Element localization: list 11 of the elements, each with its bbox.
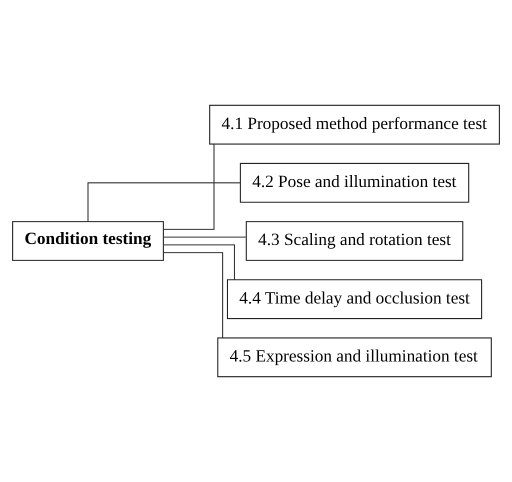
- node-box: 4.2 Pose and illumination test: [240, 162, 470, 203]
- node-box: 4.5 Expression and illumination test: [217, 337, 492, 378]
- node-box: Condition testing: [12, 221, 164, 261]
- connector: [87, 182, 240, 222]
- connector: [163, 144, 215, 230]
- connector: [164, 244, 235, 280]
- node-box: 4.3 Scaling and rotation test: [246, 221, 464, 261]
- node-box: 4.1 Proposed method performance test: [209, 104, 500, 145]
- connector: [164, 236, 246, 238]
- node-box: 4.4 Time delay and occlusion test: [226, 279, 482, 320]
- connector: [164, 252, 224, 338]
